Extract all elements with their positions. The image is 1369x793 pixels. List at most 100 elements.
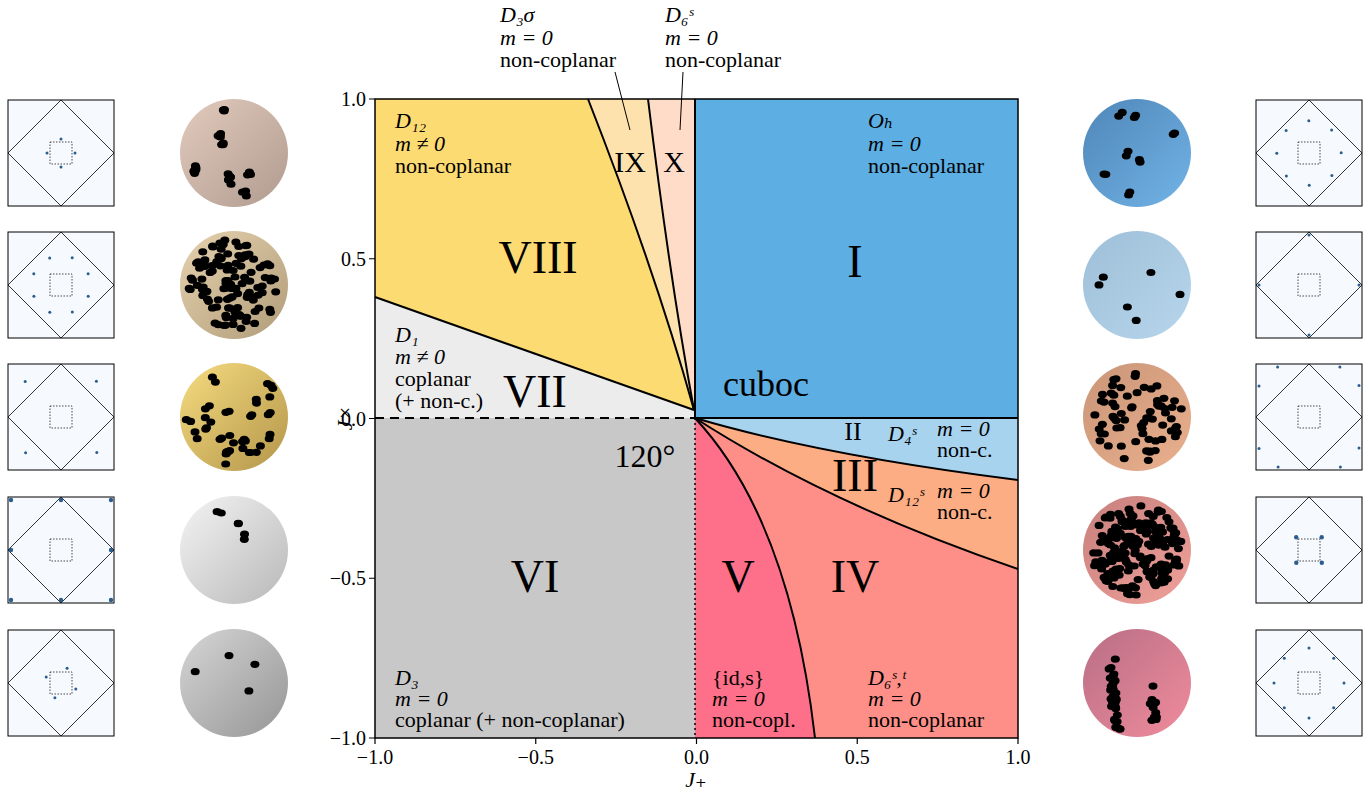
bragg-peak xyxy=(32,272,35,275)
spin-dot xyxy=(258,282,267,289)
spin-dot xyxy=(1109,678,1118,685)
spin-dot xyxy=(224,177,233,184)
spin-dot xyxy=(1136,502,1145,509)
region-annotation: D₆ˢ,ᵗ xyxy=(868,667,905,689)
zone-boundary xyxy=(1256,630,1362,736)
sphere xyxy=(1083,496,1191,604)
spin-dot xyxy=(186,286,195,293)
spin-dot xyxy=(203,295,212,302)
spin-dot xyxy=(265,262,274,269)
spin-dot xyxy=(1152,714,1161,721)
spin-dot xyxy=(1139,419,1148,426)
region-i xyxy=(695,99,1018,418)
region-annotation: D₄ˢ xyxy=(888,423,916,445)
spin-dot xyxy=(268,385,277,392)
structure-factor-panel xyxy=(8,364,114,470)
bragg-peak xyxy=(1320,535,1324,539)
region-x xyxy=(648,99,695,418)
spin-dot xyxy=(245,289,254,296)
region-annotation: coplanar xyxy=(395,368,471,390)
region-annotation: m = 0 xyxy=(712,688,765,710)
spin-dot xyxy=(1167,427,1176,434)
bragg-peak xyxy=(1308,234,1311,237)
tick-label: −1.0 xyxy=(330,728,366,748)
region-annotation: D₁₂ˢ xyxy=(888,484,924,506)
spin-dot xyxy=(211,320,220,327)
inner-zone xyxy=(1298,142,1320,164)
sphere xyxy=(1083,231,1191,339)
spin-dot xyxy=(1116,384,1125,391)
spin-dot xyxy=(1123,393,1132,400)
inner-zone xyxy=(1298,406,1320,428)
region-annotation: m = 0 xyxy=(868,133,921,155)
bragg-peak xyxy=(71,256,74,259)
spin-dot xyxy=(208,374,217,381)
spin-dot xyxy=(235,311,244,318)
spin-dot xyxy=(245,251,254,258)
spin-dot xyxy=(1095,426,1104,433)
plot-frame xyxy=(375,99,1018,738)
spin-dot xyxy=(1100,574,1109,581)
region-annotation: non-copl. xyxy=(712,709,796,731)
spin-dot xyxy=(1140,384,1149,391)
region-annotation: D₃ xyxy=(395,667,419,689)
region-annotation: m = 0 xyxy=(937,418,990,440)
spin-dot xyxy=(1139,560,1148,567)
leader-line xyxy=(615,72,683,130)
spin-dot xyxy=(265,393,274,400)
spin-dot xyxy=(1149,513,1158,520)
spin-dot xyxy=(1177,405,1186,412)
spin-dot xyxy=(220,322,229,329)
structure-factor-panel xyxy=(1256,497,1362,603)
spin-dot xyxy=(214,296,223,303)
spin-dot xyxy=(1125,188,1134,195)
tick-label: −0.5 xyxy=(330,568,366,588)
bragg-peak xyxy=(1332,706,1335,709)
spin-dot xyxy=(1132,539,1141,546)
spin-dot xyxy=(1108,400,1117,407)
inner-zone xyxy=(1298,539,1320,561)
bragg-peak xyxy=(1283,706,1286,709)
structure-factor-panel xyxy=(1256,100,1362,206)
zone-boundary xyxy=(1256,497,1362,603)
spin-dot xyxy=(1146,269,1155,276)
spin-dot xyxy=(1106,541,1115,548)
spin-dot xyxy=(216,262,225,269)
spin-dot xyxy=(244,687,253,694)
spin-dot xyxy=(1131,373,1140,380)
tick-label: 0.5 xyxy=(845,747,870,767)
spin-dot xyxy=(242,242,251,249)
spin-dot xyxy=(187,275,196,282)
spin-dot xyxy=(1144,457,1153,464)
spin-dot xyxy=(1120,416,1129,423)
spin-dot xyxy=(208,304,217,311)
spin-dot xyxy=(1170,397,1179,404)
bragg-peak xyxy=(46,152,49,155)
spin-dot xyxy=(1111,705,1120,712)
spin-dot xyxy=(1154,525,1163,532)
spin-dot xyxy=(206,419,215,426)
tick-label: 0.0 xyxy=(684,747,709,767)
spin-dot xyxy=(265,435,274,442)
thumbnails xyxy=(8,99,1362,737)
spin-dot xyxy=(193,435,202,442)
phase-region-label: IIID₁₂ˢm = 0non-c. xyxy=(815,446,993,523)
spin-dot xyxy=(1132,317,1141,324)
bragg-peak xyxy=(1358,284,1361,287)
spin-dot xyxy=(1143,528,1152,535)
spin-dot xyxy=(1111,524,1120,531)
inner-zone xyxy=(50,672,72,694)
region-numeral: III xyxy=(832,453,878,499)
structure-factor-panel xyxy=(1256,630,1362,736)
spin-dot xyxy=(1169,131,1178,138)
bragg-peak xyxy=(74,688,77,691)
bragg-peak xyxy=(87,272,90,275)
zone-boundary xyxy=(8,364,114,470)
bragg-peak xyxy=(1358,384,1361,387)
bragg-peak xyxy=(109,598,113,602)
spin-dot xyxy=(1114,113,1123,120)
spin-dot xyxy=(266,309,275,316)
spin-dot xyxy=(251,308,260,315)
region-iv xyxy=(695,418,1018,738)
